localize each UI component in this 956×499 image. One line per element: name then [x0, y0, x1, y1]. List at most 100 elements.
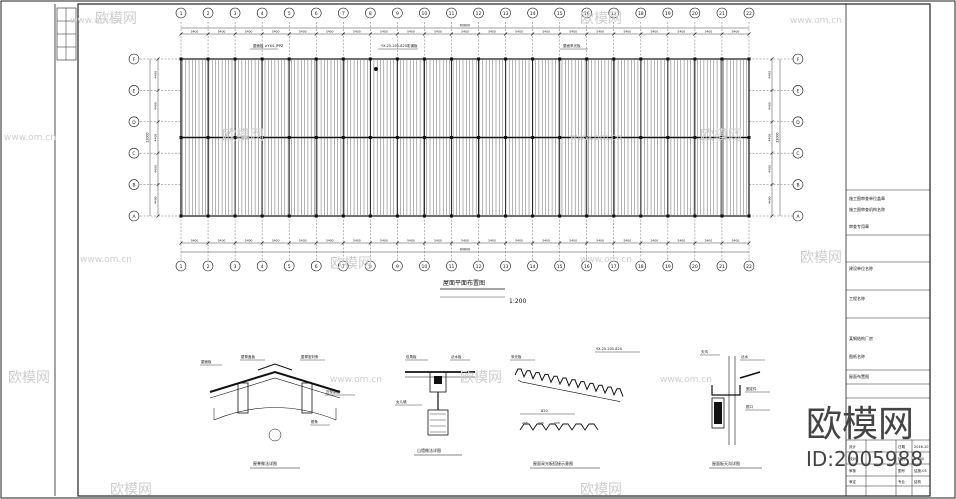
column-mark: [477, 136, 481, 139]
roof-plan: 5400 5400 5400 5400 5400 5400 5400 5400 5400 5400…: [128, 7, 804, 272]
dimension-tick: [179, 32, 183, 36]
axis-bubble: [256, 7, 268, 19]
column-mark: [531, 57, 535, 61]
column-mark: [395, 214, 399, 218]
bay-dimension: 5400: [245, 30, 253, 34]
column-mark: [747, 136, 751, 139]
column-mark: [612, 57, 616, 61]
column-mark: [585, 57, 589, 61]
tb-project-name: 某钢结构厂房: [849, 335, 873, 341]
dimension-tick: [156, 151, 160, 155]
leader-dot: [374, 67, 378, 71]
plan-note-1: 屋面板 ≥YXS-JPPZ: [253, 43, 284, 48]
dimension-tick: [341, 241, 345, 245]
column-mark: [206, 214, 210, 218]
dimension-tick: [530, 241, 535, 245]
tb-project-label: 工程名称: [849, 295, 865, 301]
axis-bubble: [554, 7, 565, 19]
column-mark: [477, 214, 481, 218]
dimension-tick: [156, 57, 160, 61]
column-mark: [341, 214, 345, 218]
watermark-site-3: www.om.cn: [4, 133, 56, 143]
d3-label-3: 820: [541, 409, 548, 413]
column-mark: [693, 214, 697, 218]
watermark-site-2: www.om.cn: [790, 16, 842, 26]
bay-dimension: 5400: [678, 239, 686, 243]
axis-bubble: [337, 260, 349, 272]
column-mark: [233, 136, 237, 139]
watermark-site-8: www.om.cn: [660, 375, 712, 385]
bay-dimension: 5400: [596, 30, 604, 34]
dimension-tick: [368, 241, 373, 245]
d2-title: 山墙做法详图: [417, 447, 441, 453]
axis-bubble: [635, 7, 647, 19]
axis-bubble: [229, 260, 241, 272]
dimension-tick: [639, 32, 643, 36]
detail-panel-lap: 采光板 YX-25-205-820 820 205 205 205 屋面采光板搭…: [510, 347, 640, 469]
span-dimension: 4400: [768, 165, 772, 173]
column-mark: [422, 214, 426, 218]
tb-approve: 审定: [849, 479, 857, 484]
column-mark: [233, 214, 237, 218]
axis-bubble: [792, 53, 804, 65]
axis-label: 8: [369, 264, 372, 270]
bay-dimension: 5400: [651, 239, 659, 243]
column-mark: [720, 57, 724, 61]
tb-client: 建设单位名称: [849, 265, 873, 271]
axis-label: 10: [422, 11, 428, 17]
d4-label-3: 固定件: [746, 386, 757, 391]
tb-discipline: 结构: [914, 479, 922, 484]
dimension-tick: [585, 241, 589, 245]
d3-label-2: YX-25-205-820: [596, 347, 622, 351]
dimension-tick: [666, 241, 670, 245]
dimension-tick: [770, 182, 774, 187]
column-mark: [666, 136, 670, 139]
bay-dimension: 5400: [245, 239, 253, 243]
total-dimension: 60600: [460, 24, 470, 28]
tb-sheet-name: 屋面布置图: [849, 373, 869, 379]
span-dimension: 4400: [154, 71, 158, 79]
dimension-tick: [422, 241, 427, 245]
d1-label-5: 檩条: [311, 419, 319, 424]
bay-dimension: 5400: [326, 30, 334, 34]
axis-label: C: [132, 151, 135, 157]
axis-label: 18: [638, 11, 644, 17]
watermark-site-5: www.om.cn: [80, 255, 132, 265]
axis-label: 11: [449, 11, 455, 17]
column-mark: [639, 57, 643, 61]
axis-bubble: [792, 147, 804, 159]
axis-label: 18: [638, 264, 644, 270]
bay-dimension: 5400: [542, 239, 550, 243]
column-mark: [531, 136, 535, 139]
axis-label: 3: [234, 264, 237, 270]
axis-bubble: [689, 7, 701, 19]
dimension-tick: [206, 32, 210, 36]
bay-dimension: 5400: [488, 239, 496, 243]
watermark-brand-3: 欧模网: [222, 128, 264, 144]
dimension-tick: [156, 214, 160, 218]
column-mark: [585, 214, 589, 218]
bay-dimension: 5400: [596, 239, 604, 243]
roof-panels: [180, 58, 750, 217]
axis-label: 6: [315, 11, 318, 17]
axis-bubble: [792, 85, 804, 96]
tb-sheet-label: 图纸名称: [849, 353, 865, 359]
axis-bubble: [635, 260, 647, 272]
bay-dimension: 5400: [569, 30, 577, 34]
column-mark: [558, 214, 562, 218]
axis-bubble: [283, 260, 295, 272]
dimension-tick: [314, 241, 318, 245]
dimension-tick: [314, 32, 318, 36]
axis-label: B: [132, 183, 135, 189]
bay-dimension: 5400: [434, 239, 442, 243]
dimension-tick: [612, 32, 616, 36]
axis-bubble: [310, 260, 322, 272]
column-mark: [287, 214, 291, 218]
axis-bubble: [175, 7, 187, 19]
d1-label-4: 压型钢板: [326, 389, 340, 394]
column-mark: [260, 214, 264, 218]
bay-dimension: 5400: [515, 30, 523, 34]
tb-scale-label: 比例: [898, 456, 906, 461]
tb-drawing-no: 结施-05: [914, 468, 927, 473]
